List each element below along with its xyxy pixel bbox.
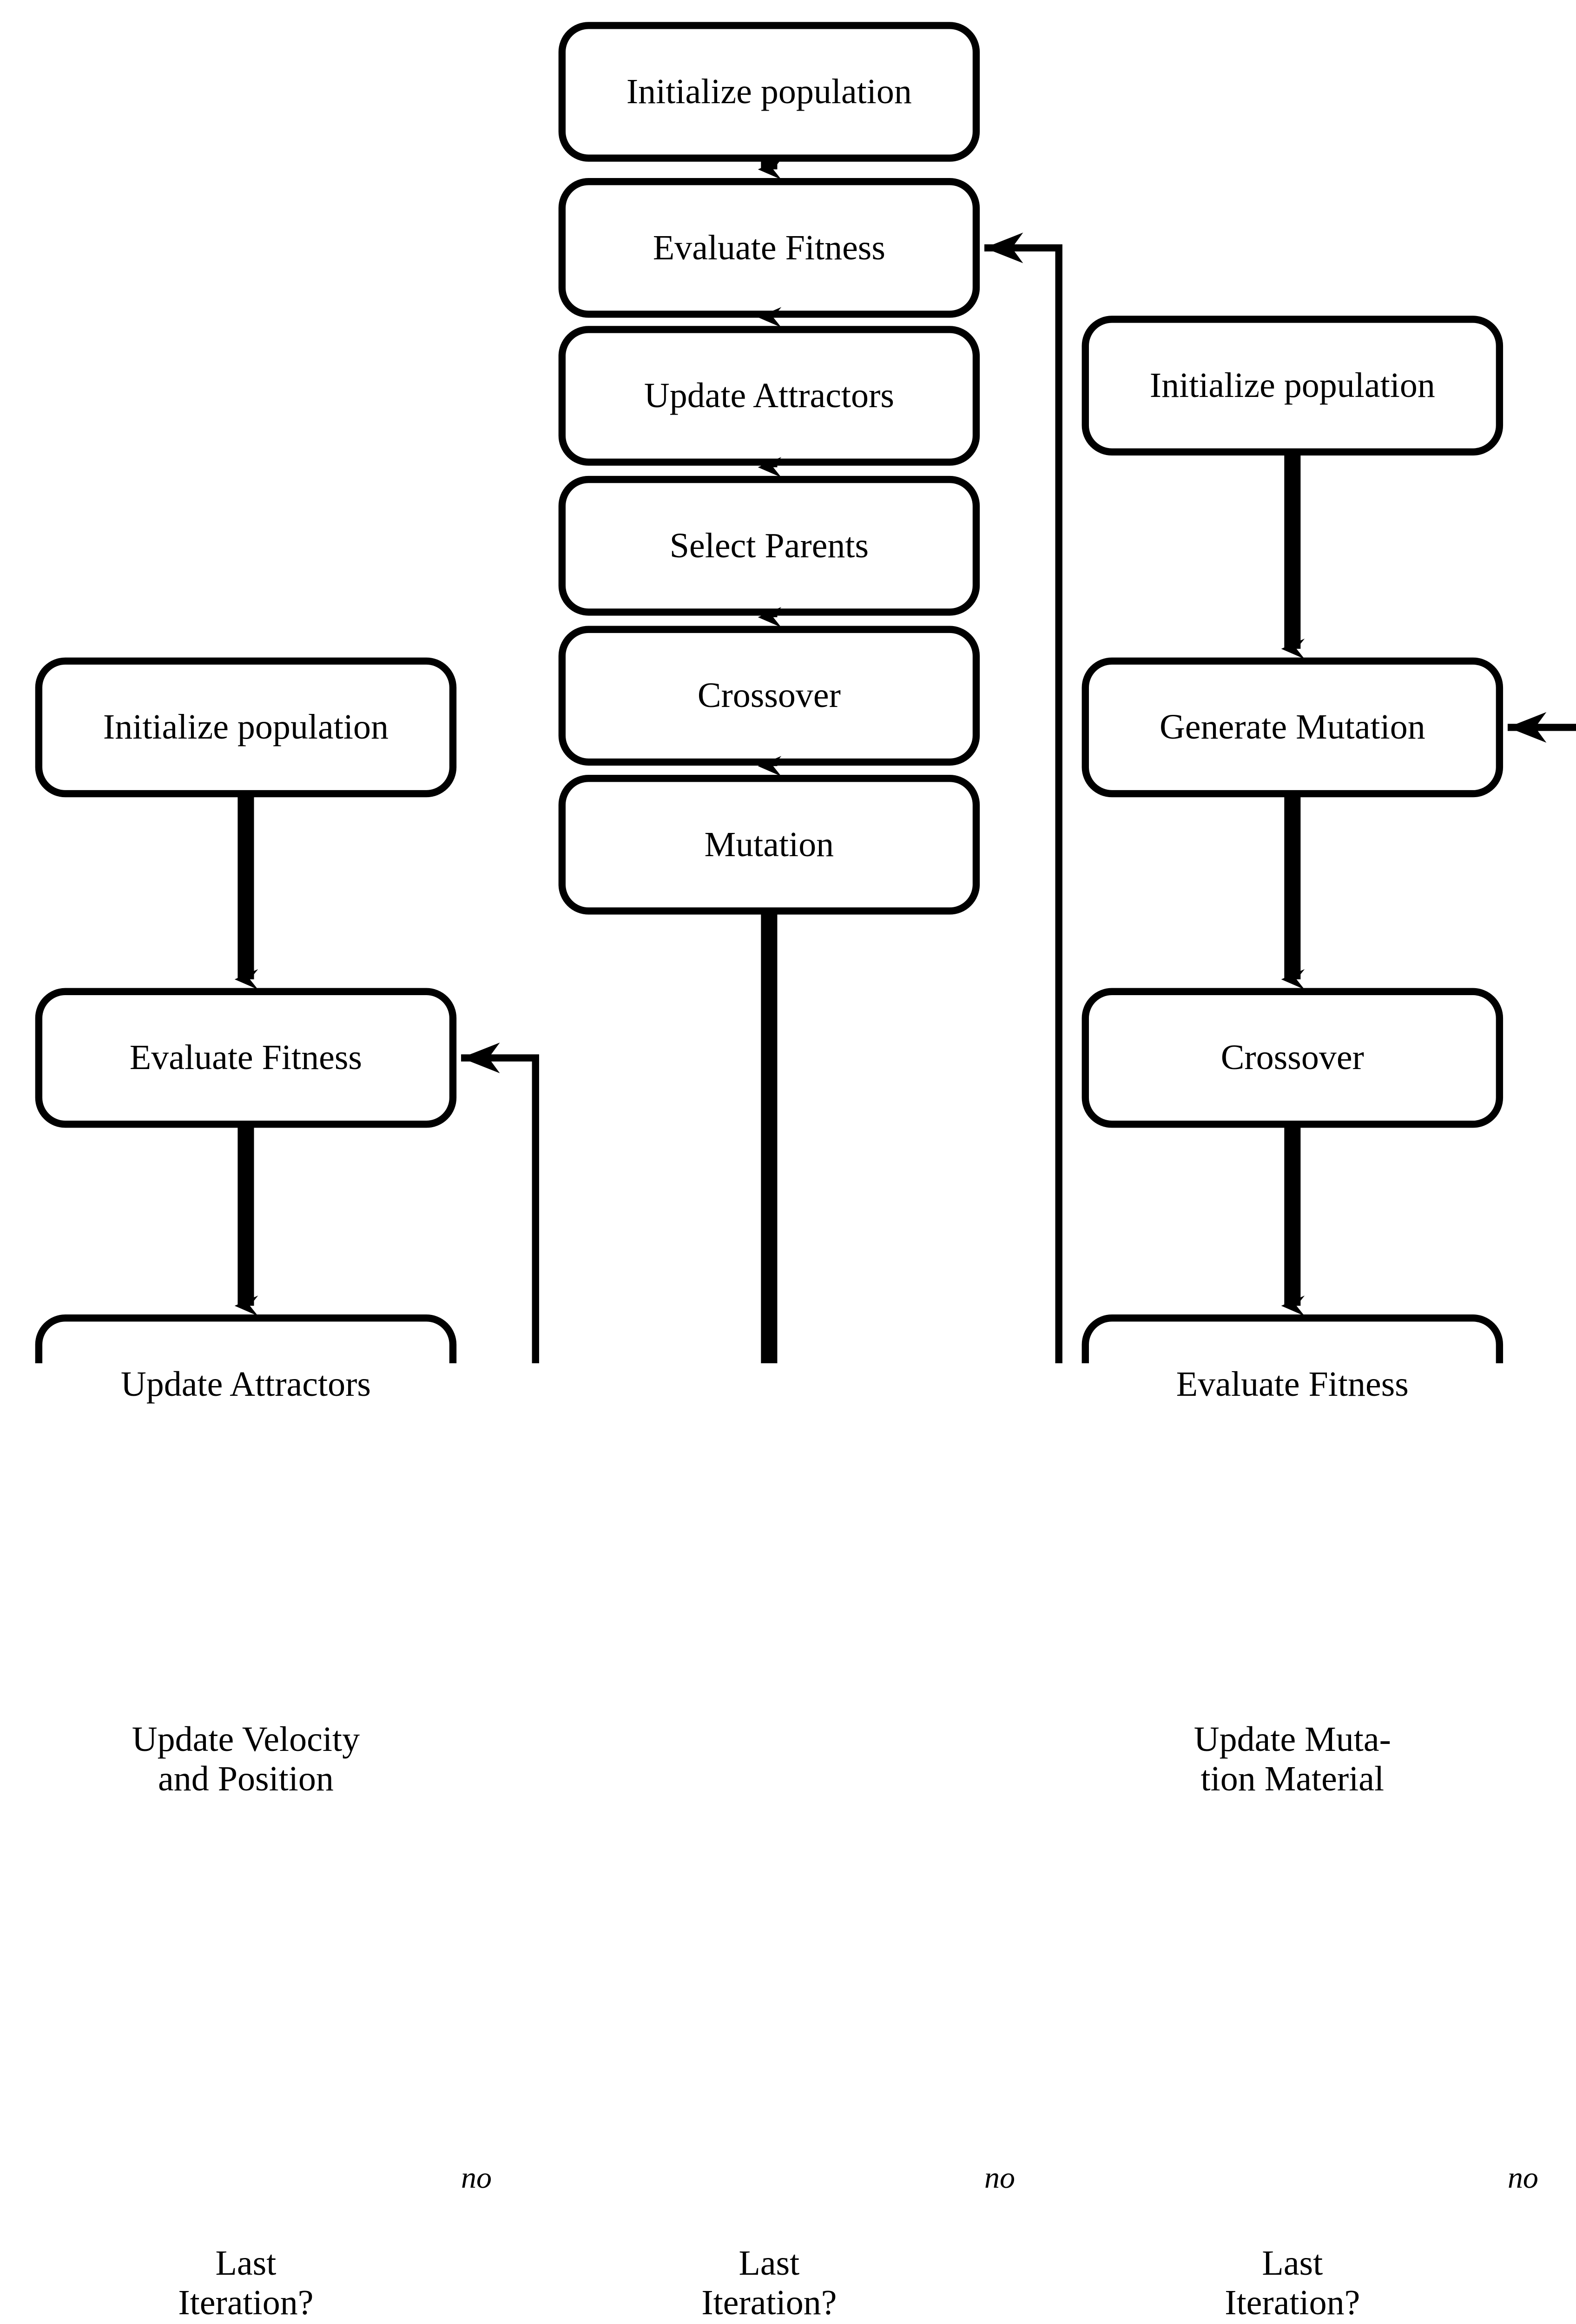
node-b-mutation[interactable] [558, 774, 980, 915]
node-b-initialize-population[interactable] [558, 22, 980, 162]
node-a-update-attractors[interactable] [35, 1314, 457, 1363]
node-a-evaluate-fitness[interactable] [35, 988, 457, 1128]
panel-de [1081, 316, 1576, 1363]
panel-ga [558, 22, 1062, 1363]
node-a-last-iteration-label: Last Iteration? [178, 2243, 314, 2322]
node-c-last-iteration-label: Last Iteration? [1225, 2243, 1360, 2322]
flowchart-canvas [35, 22, 1576, 1363]
node-b-last-iteration-label: Last Iteration? [701, 2243, 837, 2322]
edge-label-c-no: no [1507, 2161, 1538, 2195]
node-c-generate-mutation[interactable] [1081, 657, 1503, 798]
node-c-initialize-population[interactable] [1081, 316, 1503, 456]
edge-label-b-no: no [984, 2161, 1015, 2195]
node-a-initialize-population[interactable] [35, 657, 457, 798]
node-c-update-mutation-material-label: Update Muta- tion Material [1194, 1719, 1391, 1798]
edge-c-decision-no-loop [1507, 712, 1576, 743]
node-c-crossover[interactable] [1081, 988, 1503, 1128]
node-c-evaluate-fitness[interactable] [1081, 1314, 1503, 1363]
edge-b-decision-no-loop [984, 232, 1062, 1363]
edge-a-decision-no-loop [461, 1043, 539, 1363]
node-b-crossover[interactable] [558, 626, 980, 766]
node-b-update-attractors[interactable] [558, 326, 980, 466]
node-b-select-parents[interactable] [558, 475, 980, 616]
node-a-update-velocity-and-position-label: Update Velocity and Position [132, 1719, 360, 1798]
edge-label-a-no: no [461, 2161, 492, 2195]
panel-pso-dpso [35, 657, 539, 1363]
node-b-evaluate-fitness[interactable] [558, 178, 980, 318]
